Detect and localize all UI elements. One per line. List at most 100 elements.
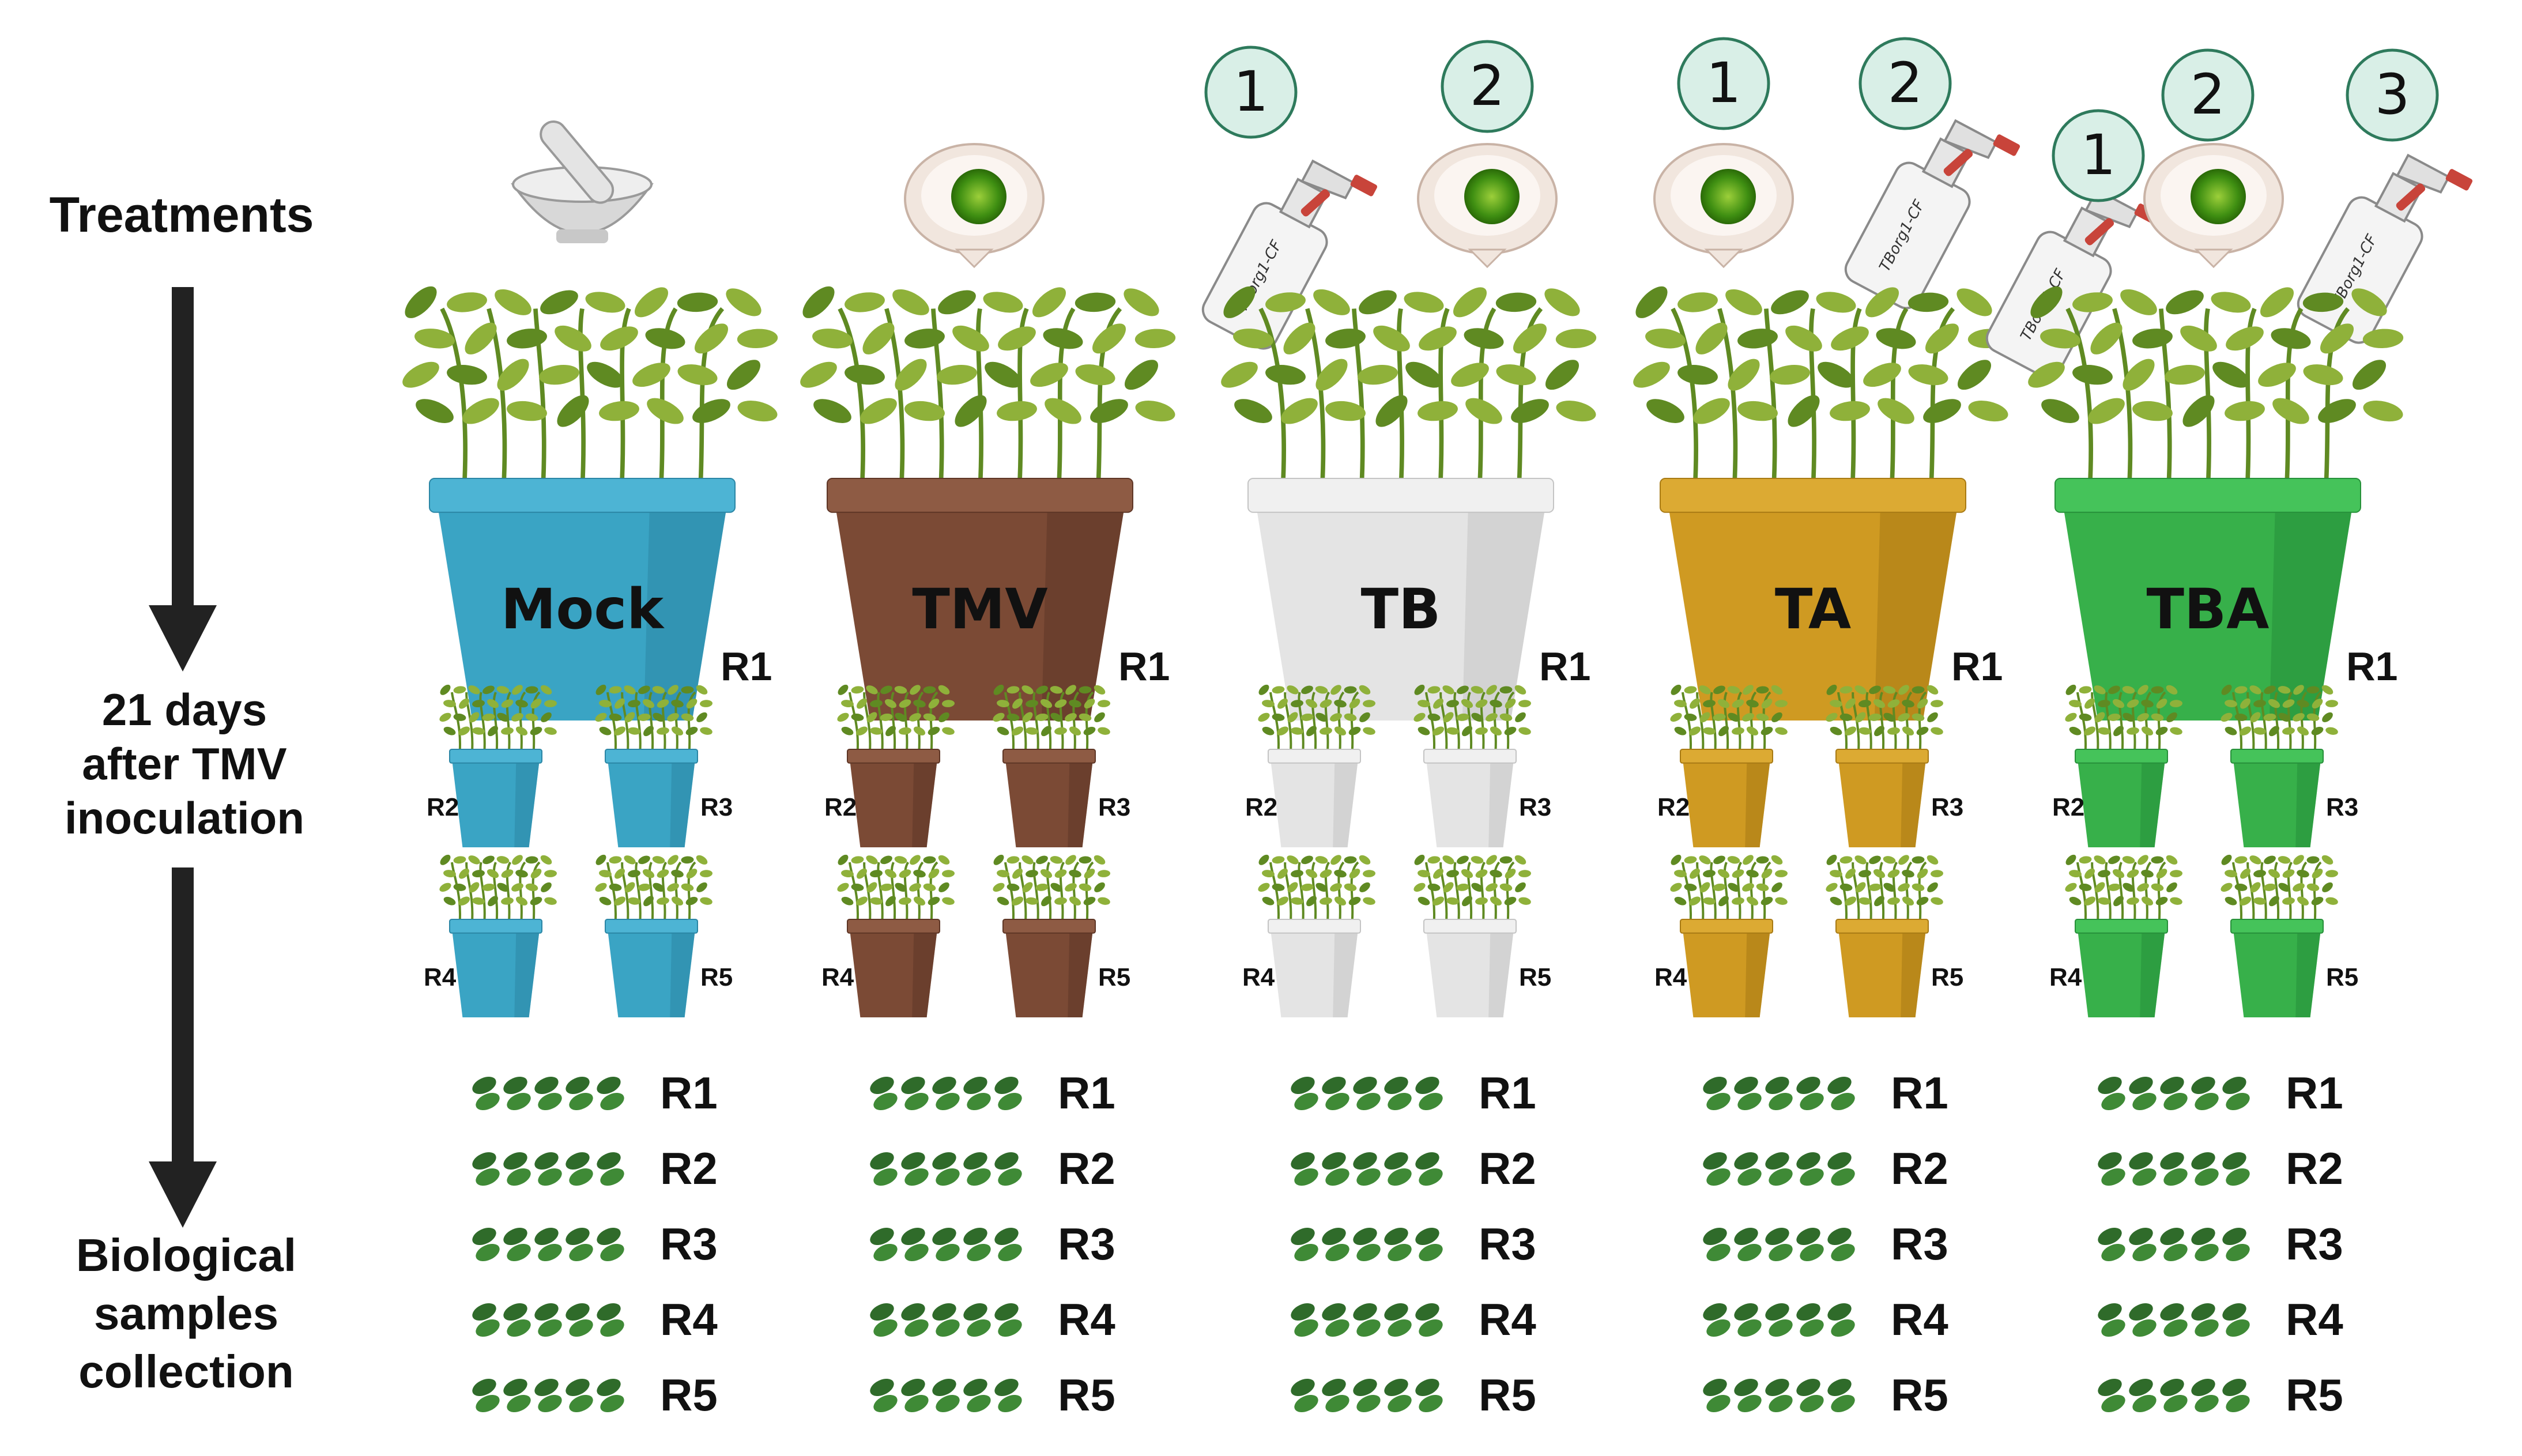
sample-leaf — [2160, 1227, 2184, 1246]
sample-leaf — [1291, 1227, 1315, 1246]
plant-leaf — [1876, 328, 1916, 349]
plant-leaf — [1732, 869, 1744, 878]
plant-leaf — [686, 869, 698, 879]
plant-leaf — [1069, 896, 1081, 906]
small-tomato-plant — [1258, 854, 1375, 931]
plant-leaf — [1022, 882, 1033, 893]
treatments-label: Treatments — [50, 187, 314, 243]
leaf-sample-icon — [870, 1076, 1022, 1111]
sample-leaf — [873, 1168, 898, 1186]
plant-leaf — [841, 700, 854, 708]
plant-leaf — [1771, 712, 1782, 722]
plant-leaf — [1761, 896, 1773, 906]
plant-leaf — [2079, 686, 2092, 694]
plant-leaf — [1839, 686, 1853, 694]
small-replicate-label: R4 — [2049, 963, 2082, 991]
plant-leaf — [1499, 686, 1513, 694]
sample-leaf — [569, 1319, 593, 1337]
small-pot — [449, 919, 542, 1017]
plant-leaf — [1276, 896, 1289, 906]
plant-leaf — [628, 897, 640, 905]
plant-leaf — [2108, 883, 2121, 891]
plant-leaf — [1300, 713, 1314, 721]
plant-leaf — [1645, 329, 1686, 349]
small-replicate-label: R2 — [427, 793, 459, 821]
plant-leaf — [402, 361, 439, 388]
plant-leaf — [1756, 713, 1769, 722]
sample-leaf — [998, 1319, 1022, 1337]
plant-leaf — [2363, 401, 2403, 422]
plant-leaf — [1094, 685, 1106, 695]
plant-leaf — [1471, 712, 1483, 722]
plant-leaf — [2225, 896, 2237, 906]
leaf-sample-icon — [1703, 1076, 1855, 1111]
main-replicate-label: R1 — [1951, 644, 2003, 689]
plant-leaf — [998, 326, 1036, 351]
plant-leaf — [482, 855, 495, 865]
sample-leaf — [600, 1394, 624, 1413]
plant-leaf — [609, 686, 622, 694]
plant-leaf — [857, 698, 867, 709]
plant-leaf — [1693, 398, 1730, 424]
sample-leaf — [2222, 1076, 2246, 1095]
plant-leaf — [530, 699, 542, 709]
plant-leaf — [634, 287, 669, 318]
bottle-trigger — [2395, 153, 2451, 194]
sample-leaf — [476, 1319, 500, 1337]
spray-bottle-icon: TBorg1-CF — [1985, 188, 2162, 379]
sample-leaf — [1734, 1303, 1758, 1321]
plant-leaf — [1272, 883, 1285, 891]
plant-leaf — [1344, 686, 1357, 694]
plant-leaf — [1427, 856, 1441, 864]
tmv-inoculum-dish-icon — [2143, 143, 2284, 269]
plant-leaf — [726, 360, 761, 390]
plant-leaf — [2094, 882, 2105, 893]
plant-leaf — [1515, 712, 1526, 722]
plant-leaf — [2170, 870, 2182, 877]
plant-leaf — [1907, 292, 1949, 312]
plant-leaf — [2069, 700, 2082, 708]
plant-leaf — [1839, 856, 1853, 864]
plant-leaf — [544, 897, 557, 905]
plant-leaf — [2072, 292, 2113, 312]
plant-leaf — [870, 870, 883, 878]
plant-leaf — [2362, 329, 2404, 349]
step-number: 2 — [1887, 51, 1922, 115]
sample-leaf — [1353, 1076, 1377, 1095]
plant-leaf — [2094, 712, 2105, 723]
leaf-sample-icon — [870, 1227, 1022, 1262]
bottle-trigger — [1943, 119, 1998, 159]
plant-leaf — [1359, 685, 1371, 695]
plant-leaf — [2297, 896, 2309, 906]
plant-leaf — [880, 713, 893, 721]
tmv-inoculum-dish-icon — [1653, 143, 1794, 269]
sample-leaf — [1415, 1076, 1439, 1095]
plant-leaf — [1486, 713, 1498, 722]
sample-leaf — [1356, 1319, 1381, 1337]
plant-leaf — [2249, 855, 2261, 865]
plant-leaf — [923, 686, 936, 694]
sample-leaf — [569, 1092, 593, 1111]
plant-leaf — [2170, 727, 2182, 735]
main-tomato-plant — [1221, 286, 1597, 491]
sample-leaf — [1734, 1227, 1758, 1246]
plant-leaf — [482, 713, 495, 721]
sample-leaf — [534, 1303, 559, 1321]
plant-leaf — [1320, 869, 1332, 878]
step-number: 3 — [2374, 62, 2410, 127]
plant-leaf — [599, 870, 612, 878]
plant-leaf — [1826, 684, 1837, 695]
plant-leaf — [942, 870, 955, 877]
leaf-sample-icon — [1291, 1378, 1443, 1413]
plant-leaf — [1684, 686, 1697, 694]
plant-leaf — [899, 699, 911, 708]
sample-leaf — [967, 1092, 991, 1111]
plant-leaf — [1737, 329, 1778, 349]
plant-leaf — [1330, 855, 1341, 865]
sample-leaf — [2195, 1168, 2219, 1186]
sample-leaf — [507, 1394, 531, 1413]
plant-leaf — [657, 897, 669, 905]
plant-leaf — [495, 289, 531, 315]
plant-leaf — [1098, 870, 1110, 877]
